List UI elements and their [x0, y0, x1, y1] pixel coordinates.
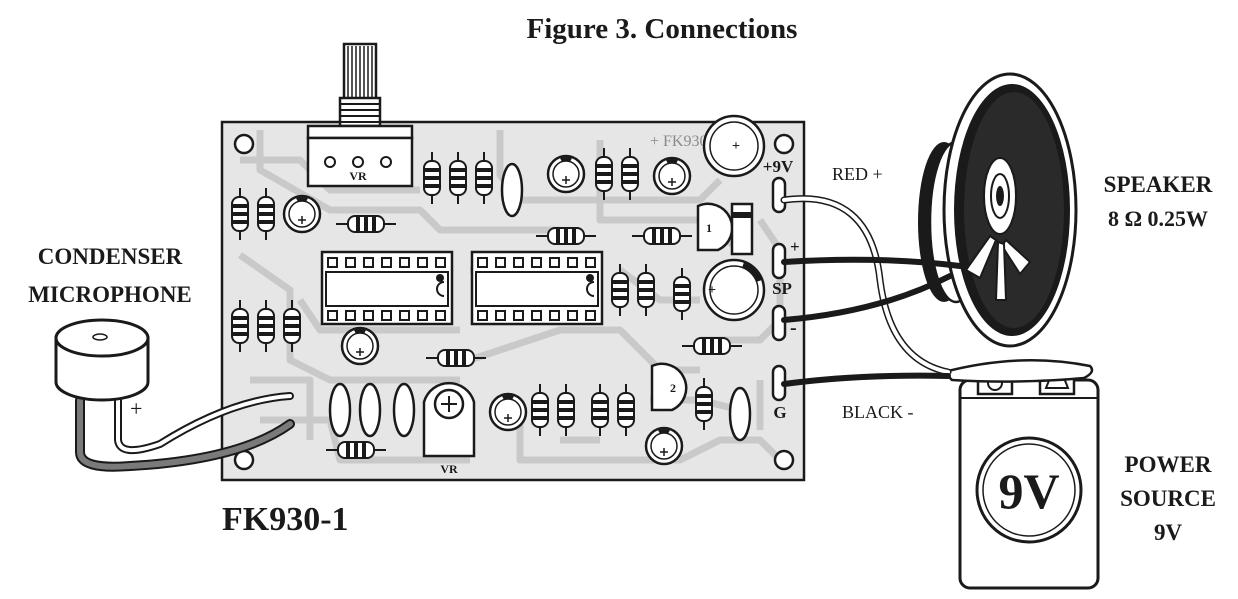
transistor-1-label: 1	[706, 221, 712, 235]
power-label-line3: 9V	[1154, 520, 1183, 545]
svg-text:+: +	[708, 283, 716, 298]
speaker	[918, 72, 1078, 348]
terminal-g-label: G	[773, 403, 786, 422]
mic-label-line2: MICROPHONE	[28, 282, 192, 307]
power-label-line1: POWER	[1125, 452, 1212, 477]
electrolytic-capacitors: + +	[282, 114, 766, 466]
black-wire	[781, 372, 951, 387]
mic-label-line1: CONDENSER	[38, 244, 183, 269]
wires	[75, 195, 963, 472]
diode	[730, 202, 754, 256]
speaker-wire-minus	[781, 273, 953, 323]
condenser-microphone: +	[54, 318, 150, 421]
wire-black-label: BLACK -	[842, 402, 914, 422]
power-label-line2: SOURCE	[1120, 486, 1216, 511]
volume-potentiometer: VR	[306, 42, 414, 188]
speaker-label-line2: 8 Ω 0.25W	[1108, 206, 1208, 231]
board-label: FK930-1	[222, 501, 349, 538]
terminal-sp-label: SP	[772, 279, 792, 298]
figure-title: Figure 3. Connections	[527, 13, 798, 45]
mic-plus-label: +	[130, 396, 142, 421]
ic-left	[320, 250, 454, 326]
wire-red-label: RED +	[832, 164, 883, 184]
terminal-plus-label: +	[790, 237, 800, 256]
svg-text:+: +	[732, 139, 740, 154]
vr-top-label: VR	[349, 169, 367, 183]
battery-9v: 9V	[941, 359, 1100, 590]
terminal-pins: +9V + SP - G	[763, 157, 800, 422]
battery-label: 9V	[998, 463, 1059, 519]
ic-right	[470, 250, 604, 326]
transistor-2-label: 2	[670, 381, 676, 395]
vr-bottom-label: VR	[440, 462, 458, 476]
speaker-wire-plus	[781, 256, 963, 269]
transistor-2: 2	[650, 362, 688, 412]
trimmer-potentiometer: VR	[422, 381, 476, 476]
speaker-label-line1: SPEAKER	[1104, 172, 1213, 197]
terminal-9v-label: +9V	[763, 157, 794, 176]
terminal-minus-label: -	[790, 317, 797, 339]
